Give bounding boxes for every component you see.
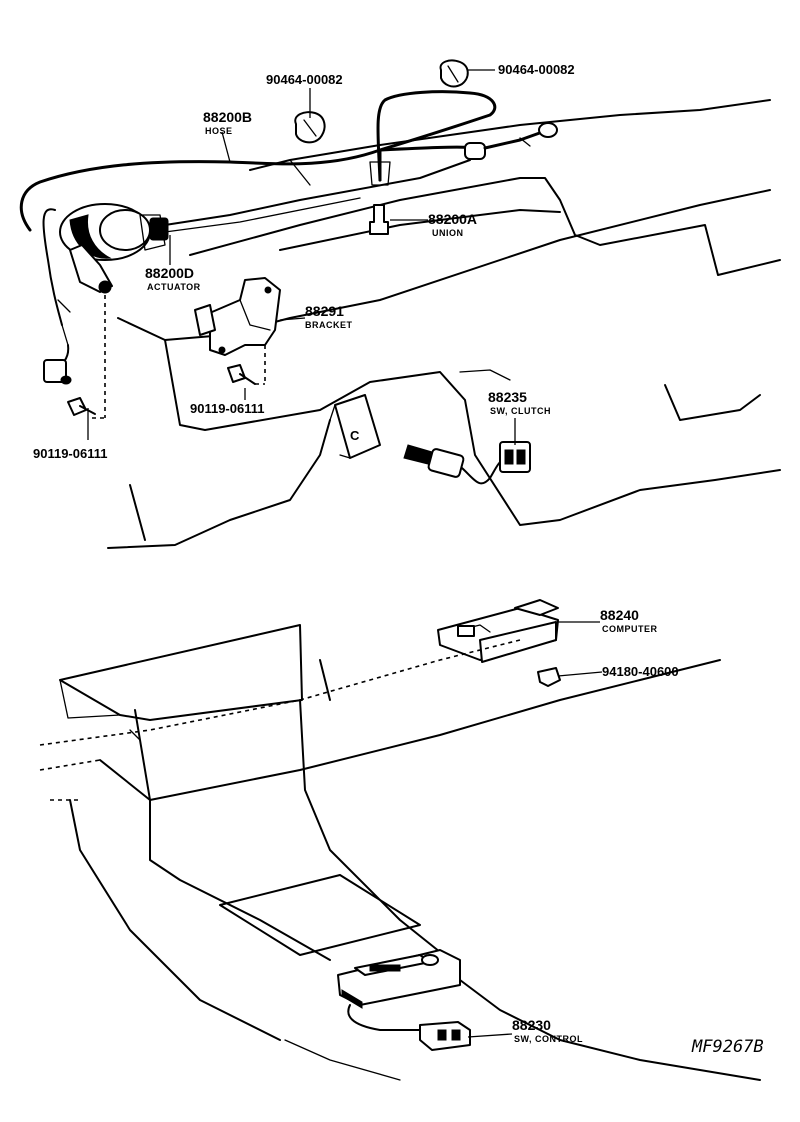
callout-bolt-left: 90119-06111 xyxy=(33,446,107,461)
union xyxy=(369,204,389,235)
part-number: 88230 xyxy=(512,1017,551,1033)
part-number: 90464-00082 xyxy=(266,72,343,87)
part-name: HOSE xyxy=(205,126,233,136)
callout-clip-top-right: 90464-00082 xyxy=(498,62,575,77)
callout-hose: 88200B HOSE xyxy=(203,109,252,136)
reference-code: MF9267B xyxy=(691,1037,764,1057)
callout-clip-top-center: 90464-00082 xyxy=(266,72,343,87)
callout-computer-clip: 94180-40600 xyxy=(602,664,679,679)
callout-computer: 88240 COMPUTER xyxy=(600,607,658,634)
part-name: BRACKET xyxy=(305,320,353,330)
part-number: 90464-00082 xyxy=(498,62,575,77)
part-number: 88200D xyxy=(145,265,194,281)
clutch-switch xyxy=(403,441,531,485)
clip-center xyxy=(294,111,326,144)
hose xyxy=(19,90,558,232)
part-name: COMPUTER xyxy=(602,624,658,634)
panel-c-mark: C xyxy=(329,394,381,459)
part-number: 90119-06111 xyxy=(190,401,264,416)
bolt-left xyxy=(67,397,96,416)
part-number: 88200A xyxy=(428,211,477,227)
part-number: 94180-40600 xyxy=(602,664,679,679)
part-number: 88235 xyxy=(488,389,527,405)
leader-lines xyxy=(87,69,603,1038)
callout-control-switch: 88230 SW, CONTROL xyxy=(512,1017,583,1044)
computer xyxy=(437,599,559,663)
part-number: 90119-06111 xyxy=(33,446,107,461)
part-name: UNION xyxy=(432,228,464,238)
control-switch xyxy=(337,949,471,1051)
part-number: 88291 xyxy=(305,303,344,319)
callout-bolt-center: 90119-06111 xyxy=(190,401,264,416)
computer-clip xyxy=(537,667,561,687)
callout-union: 88200A UNION xyxy=(428,211,477,238)
clip-right xyxy=(439,59,469,88)
bracket xyxy=(194,277,281,356)
console-outline xyxy=(39,624,761,1081)
panel-c-label: C xyxy=(350,428,360,443)
part-name: SW, CONTROL xyxy=(514,1034,583,1044)
actuator xyxy=(42,159,471,385)
callout-bracket: 88291 BRACKET xyxy=(305,303,353,330)
callout-clutch-switch: 88235 SW, CLUTCH xyxy=(488,389,551,416)
part-number: 88240 xyxy=(600,607,639,623)
callout-actuator: 88200D ACTUATOR xyxy=(145,265,201,292)
bolt-center xyxy=(227,364,256,385)
part-name: ACTUATOR xyxy=(147,282,201,292)
part-name: SW, CLUTCH xyxy=(490,406,551,416)
part-number: 88200B xyxy=(203,109,252,125)
